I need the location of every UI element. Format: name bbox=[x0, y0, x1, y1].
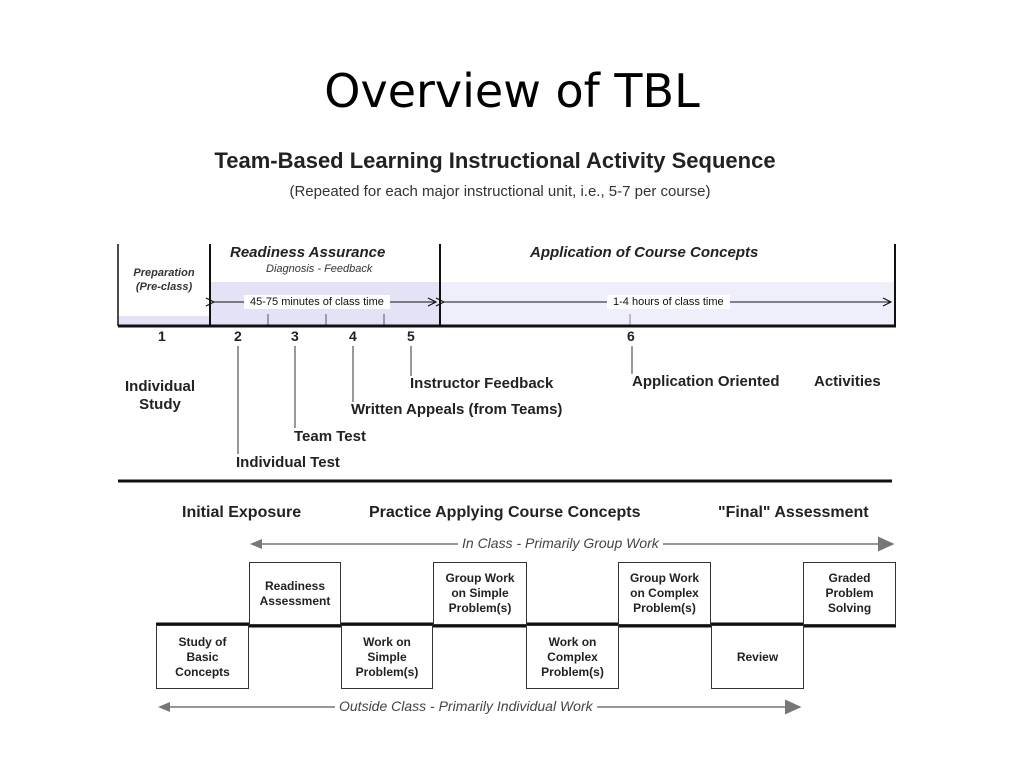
slide-title: Overview of TBL bbox=[324, 64, 700, 118]
phase-practice: Practice Applying Course Concepts bbox=[369, 504, 641, 521]
figure-title: Team-Based Learning Instructional Activi… bbox=[214, 148, 776, 173]
box-graded-problem-solving: Graded Problem Solving bbox=[803, 562, 896, 625]
box-group-simple: Group Work on Simple Problem(s) bbox=[433, 562, 527, 625]
application-time-label: 1-4 hours of class time bbox=[607, 295, 730, 309]
step-number-4: 4 bbox=[349, 328, 357, 344]
box-work-simple: Work on Simple Problem(s) bbox=[341, 625, 433, 689]
box-work-complex: Work on Complex Problem(s) bbox=[526, 625, 619, 689]
phase-initial-exposure: Initial Exposure bbox=[182, 504, 302, 521]
box-group-complex: Group Work on Complex Problem(s) bbox=[618, 562, 711, 625]
in-class-label: In Class - Primarily Group Work bbox=[458, 535, 663, 551]
team-test-label: Team Test bbox=[294, 428, 366, 445]
outside-class-label: Outside Class - Primarily Individual Wor… bbox=[335, 698, 597, 714]
preparation-label: Preparation (Pre-class) bbox=[133, 267, 195, 293]
application-oriented-label: Application Oriented bbox=[632, 373, 780, 390]
readiness-time-label: 45-75 minutes of class time bbox=[244, 295, 390, 309]
phase-final-assessment: "Final" Assessment bbox=[718, 504, 869, 521]
box-review: Review bbox=[711, 625, 804, 689]
instructor-feedback-label: Instructor Feedback bbox=[410, 375, 554, 392]
individual-study-label: Individual Study bbox=[124, 378, 195, 413]
readiness-assurance-subtitle: Diagnosis - Feedback bbox=[266, 263, 373, 275]
step-number-3: 3 bbox=[291, 328, 299, 344]
box-study-basic-concepts: Study of Basic Concepts bbox=[156, 625, 249, 689]
box-readiness-assessment: Readiness Assessment bbox=[249, 562, 341, 625]
step-number-6: 6 bbox=[627, 328, 635, 344]
readiness-assurance-title: Readiness Assurance bbox=[230, 244, 386, 261]
figure-subtitle: (Repeated for each major instructional u… bbox=[289, 183, 711, 200]
timeline-band-preparation bbox=[118, 316, 210, 326]
written-appeals-label: Written Appeals (from Teams) bbox=[351, 401, 563, 418]
application-title: Application of Course Concepts bbox=[530, 244, 759, 261]
individual-test-label: Individual Test bbox=[236, 454, 340, 471]
step-number-1: 1 bbox=[158, 328, 166, 344]
step-number-5: 5 bbox=[407, 328, 415, 344]
step-number-2: 2 bbox=[234, 328, 242, 344]
activities-label: Activities bbox=[814, 373, 881, 390]
